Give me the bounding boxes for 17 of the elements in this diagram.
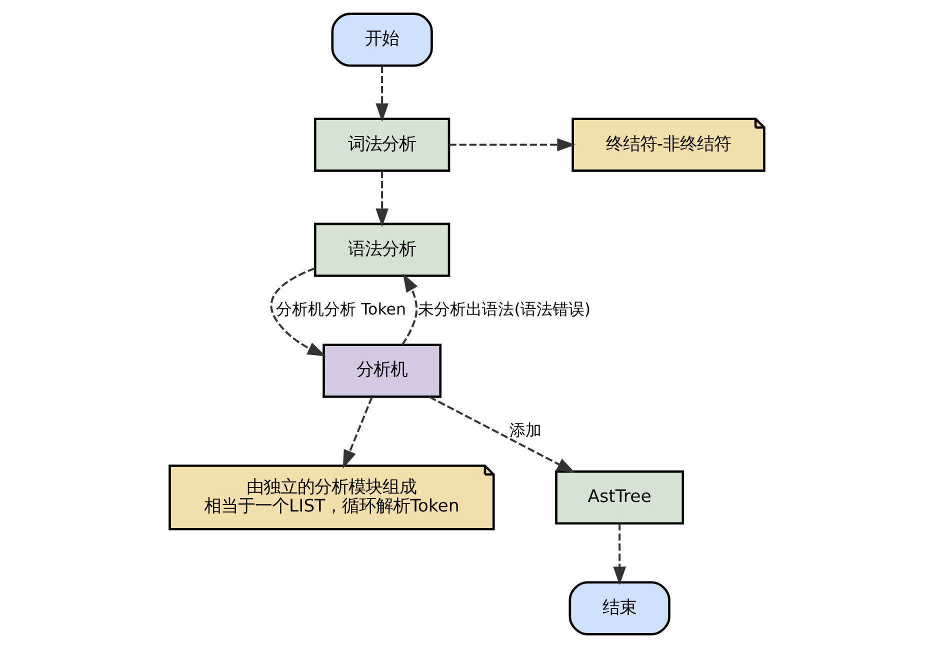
node-box: 语法分析 <box>314 222 450 277</box>
arrow <box>376 170 389 227</box>
arrow <box>270 267 326 356</box>
edge-label: 未分析出语法(语法错误) <box>418 299 591 318</box>
edge-label: 添加 <box>509 420 542 440</box>
node-box: 开始 <box>331 12 433 67</box>
arrow <box>342 396 373 469</box>
arrow <box>449 138 576 152</box>
arrow <box>376 66 389 122</box>
arrow <box>402 274 418 346</box>
node-box: 词法分析 <box>314 118 450 172</box>
arrow <box>613 523 626 586</box>
arrow <box>429 396 576 473</box>
node-box: 分析机 <box>322 344 442 398</box>
edge-label: 分析机分析 Token <box>276 299 406 318</box>
node-box: AstTree <box>555 470 684 525</box>
node-box: 结束 <box>568 581 670 636</box>
